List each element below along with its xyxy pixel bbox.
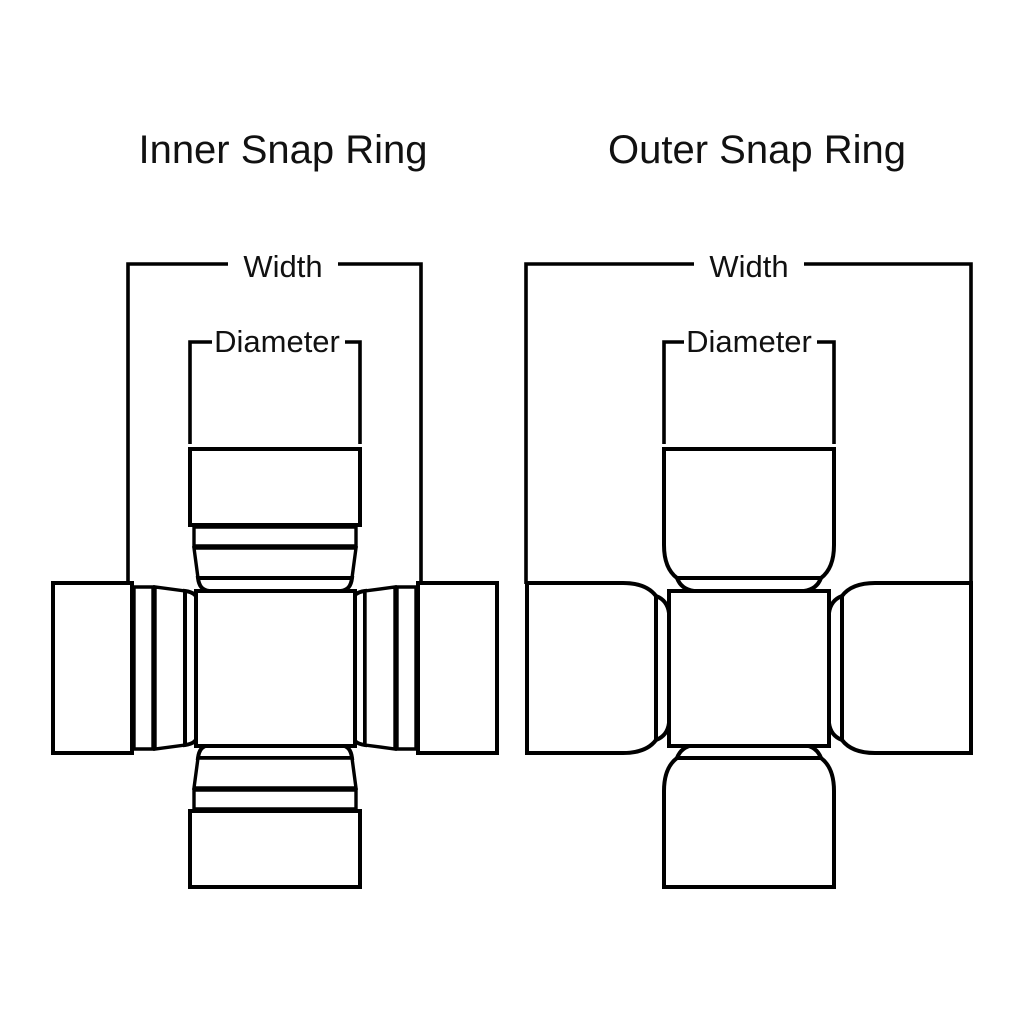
outer-diameter-bracket-right — [817, 340, 836, 444]
inner-diameter-bracket-left — [188, 340, 212, 444]
outer-snap-ring-title: Outer Snap Ring — [608, 128, 906, 172]
inner-width-label: Width — [243, 249, 322, 284]
outer-diameter-bracket-left — [662, 340, 684, 444]
inner-bottom-snap-ring-band — [192, 788, 358, 811]
inner-cross-body — [194, 589, 357, 748]
inner-right-shoulder-outer — [363, 585, 397, 751]
outer-left-bearing-cap — [525, 581, 658, 755]
outer-bottom-bearing-cap — [662, 756, 836, 889]
outer-top-bearing-cap — [662, 447, 836, 580]
inner-left-snap-ring-band — [132, 585, 155, 751]
inner-diameter-bracket-right — [345, 340, 362, 444]
inner-right-snap-ring-band — [395, 585, 418, 751]
outer-width-dimension: Width — [524, 249, 973, 584]
inner-right-bearing-cap — [416, 581, 499, 755]
inner-top-bearing-cap — [188, 447, 362, 527]
outer-width-bracket-right — [804, 262, 973, 584]
inner-left-shoulder-outer — [153, 585, 187, 751]
inner-bottom-shoulder-upper — [192, 756, 358, 790]
outer-width-label: Width — [709, 249, 788, 284]
outer-snap-ring-diagram: Outer Snap Ring Width Diameter — [524, 128, 973, 889]
inner-snap-ring-title: Inner Snap Ring — [138, 128, 427, 172]
outer-diameter-label: Diameter — [686, 324, 812, 359]
inner-width-bracket-left — [126, 262, 228, 584]
inner-left-bearing-cap — [51, 581, 134, 755]
inner-width-bracket-right — [338, 262, 423, 584]
inner-diameter-label: Diameter — [214, 324, 340, 359]
outer-width-bracket-left — [524, 262, 694, 584]
outer-right-bearing-cap — [840, 581, 973, 755]
inner-bottom-bearing-cap — [188, 809, 362, 889]
inner-width-dimension: Width — [126, 249, 423, 584]
outer-cross-body — [667, 589, 831, 748]
inner-top-shoulder-upper — [192, 546, 358, 580]
inner-snap-ring-diagram: Inner Snap Ring Width Diameter — [51, 128, 499, 889]
inner-diameter-dimension: Diameter — [188, 324, 362, 444]
inner-top-snap-ring-band — [192, 525, 358, 548]
outer-diameter-dimension: Diameter — [662, 324, 836, 444]
